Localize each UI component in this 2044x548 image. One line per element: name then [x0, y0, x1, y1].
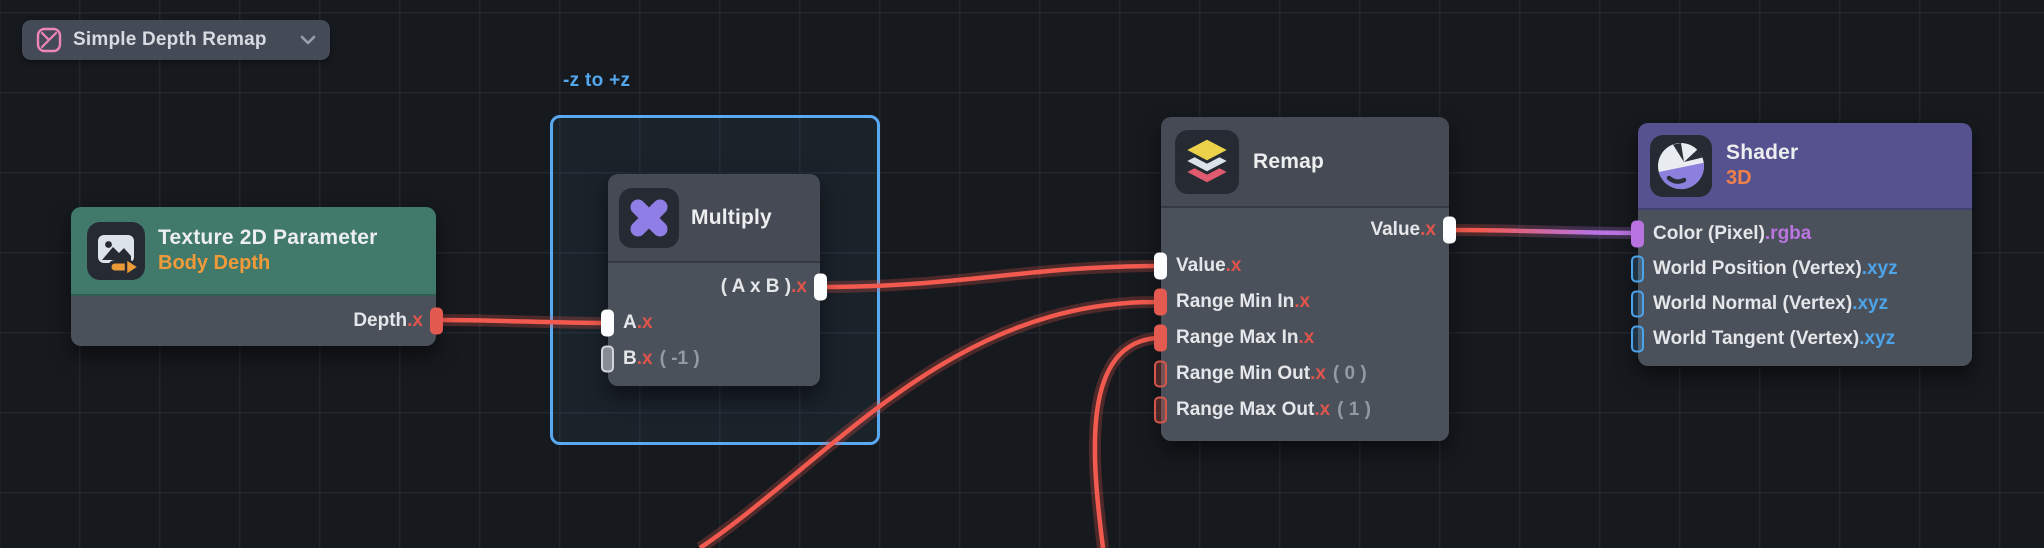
input-default-value: ( 1 ) — [1337, 399, 1371, 420]
input-suffix: .xyz — [1861, 257, 1898, 279]
input-label: Range Min In — [1176, 291, 1295, 312]
input-label: Range Max Out — [1176, 399, 1315, 420]
node-header[interactable]: Remap — [1161, 117, 1449, 208]
port-axb-output[interactable] — [814, 273, 827, 301]
node-subtitle: 3D — [1726, 167, 1752, 189]
input-label: Range Max In — [1176, 327, 1299, 348]
input-row-world-tangent: World Tangent (Vertex).xyz — [1631, 321, 1972, 356]
input-row-world-normal: World Normal (Vertex).xyz — [1631, 286, 1972, 321]
output-row-axb: ( A x B ).x — [608, 269, 827, 305]
shader-graph-icon — [36, 27, 62, 53]
wire-multiply-out-to-remap-value[interactable] — [822, 263, 1159, 290]
input-row-range-min-out: Range Min Out.x ( 0 ) — [1154, 356, 1449, 392]
port-range-min-out-input[interactable] — [1154, 360, 1167, 388]
graph-selector-label: Simple Depth Remap — [73, 29, 267, 50]
input-label: World Position (Vertex) — [1653, 257, 1862, 279]
port-world-normal-input[interactable] — [1631, 290, 1644, 317]
input-row-range-min-in: Range Min In.x — [1154, 284, 1449, 320]
node-subtitle: Body Depth — [158, 252, 271, 274]
input-row-color-pixel: Color (Pixel).rgba — [1631, 216, 1972, 251]
input-suffix: .x — [1225, 255, 1242, 276]
group-label[interactable]: -z to +z — [563, 70, 631, 91]
wire-offscreen-to-remap-range-min-in[interactable] — [698, 299, 1157, 548]
node-header[interactable]: Multiply — [608, 174, 820, 263]
port-world-tangent-input[interactable] — [1631, 325, 1644, 352]
input-row-value: Value.x — [1154, 248, 1449, 284]
multiply-cross-icon — [619, 187, 679, 248]
port-range-max-out-input[interactable] — [1154, 396, 1167, 424]
input-label: B — [623, 348, 637, 369]
port-value-output[interactable] — [1443, 216, 1456, 244]
wire-depth-to-multiply-a[interactable] — [439, 317, 607, 326]
output-suffix: .x — [791, 276, 807, 297]
input-row-range-max-in: Range Max In.x — [1154, 320, 1449, 356]
input-row-b: B.x ( -1 ) — [601, 341, 820, 377]
input-suffix: .x — [1314, 399, 1331, 420]
wire-remap-value-to-shader-color[interactable] — [1451, 227, 1637, 236]
port-color-pixel-input[interactable] — [1631, 220, 1644, 247]
node-title: Multiply — [691, 205, 772, 229]
node-title: Remap — [1253, 149, 1325, 173]
node-title: Shader — [1726, 141, 1799, 164]
node-remap[interactable]: Remap Value.x Value.x Range Min In.x Ran… — [1154, 117, 1456, 441]
input-row-world-position: World Position (Vertex).xyz — [1631, 251, 1972, 286]
output-suffix: .x — [407, 310, 423, 331]
input-row-a: A.x — [601, 305, 820, 341]
texture-image-icon — [87, 221, 145, 280]
shader-ball-icon — [1650, 134, 1712, 197]
output-label: ( A x B ) — [720, 276, 792, 297]
graph-selector-button[interactable]: Simple Depth Remap — [22, 20, 330, 60]
port-a-input[interactable] — [601, 309, 614, 337]
node-multiply[interactable]: Multiply ( A x B ).x A.x B.x ( -1 ) — [601, 174, 827, 386]
node-shader-3d[interactable]: Shader 3D Color (Pixel).rgba World Posit… — [1631, 123, 1972, 366]
node-title: Texture 2D Parameter — [158, 226, 378, 249]
input-row-range-max-out: Range Max Out.x ( 1 ) — [1154, 392, 1449, 428]
port-world-position-input[interactable] — [1631, 255, 1644, 282]
input-suffix: .x — [636, 312, 653, 333]
node-header[interactable]: Shader 3D — [1638, 123, 1972, 210]
wire-offscreen-to-remap-range-max-in[interactable] — [1092, 335, 1157, 548]
input-label: World Tangent (Vertex) — [1653, 327, 1860, 349]
port-b-input[interactable] — [601, 345, 614, 373]
input-suffix: .x — [1310, 363, 1326, 384]
input-default-value: ( -1 ) — [659, 348, 700, 369]
input-suffix: .xyz — [1852, 292, 1889, 314]
port-range-max-in-input[interactable] — [1154, 324, 1167, 352]
input-suffix: .x — [1294, 291, 1311, 312]
output-suffix: .x — [1420, 219, 1436, 240]
port-range-min-in-input[interactable] — [1154, 288, 1167, 316]
chevron-down-icon — [300, 35, 316, 45]
input-suffix: .x — [1298, 327, 1315, 348]
input-label: Value — [1176, 255, 1226, 276]
node-texture-2d-parameter[interactable]: Texture 2D Parameter Body Depth Depth.x — [71, 207, 443, 346]
port-depth-x-output[interactable] — [430, 307, 443, 335]
output-row-depth: Depth.x — [71, 296, 443, 346]
input-suffix: .x — [636, 348, 653, 369]
input-default-value: ( 0 ) — [1332, 363, 1367, 384]
input-label: Range Min Out — [1176, 363, 1311, 384]
output-label: Value — [1370, 219, 1421, 240]
input-label: A — [623, 312, 637, 333]
remap-layers-icon — [1175, 129, 1239, 194]
input-suffix: .rgba — [1764, 222, 1812, 244]
input-label: Color (Pixel) — [1653, 222, 1765, 244]
input-label: World Normal (Vertex) — [1653, 292, 1853, 314]
node-header[interactable]: Texture 2D Parameter Body Depth — [71, 207, 436, 296]
input-suffix: .xyz — [1859, 327, 1896, 349]
output-row-value: Value.x — [1161, 212, 1456, 248]
port-value-input[interactable] — [1154, 252, 1167, 280]
output-label: Depth — [353, 310, 408, 331]
